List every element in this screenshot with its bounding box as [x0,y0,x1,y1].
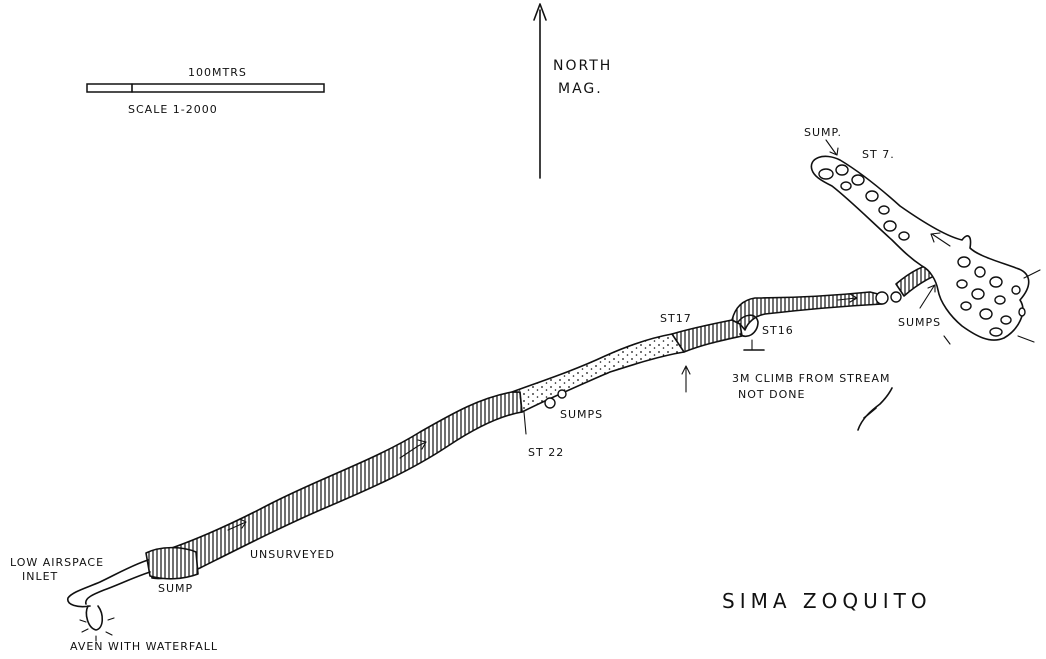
chamber-edge-mark-3 [943,335,951,345]
sump-left [145,546,199,580]
passage-upper-flow-arrow [837,293,858,303]
passage-lower-flow-arrow-2 [399,439,427,459]
label-st16: ST16 [762,324,794,337]
stream-fragment [857,387,893,431]
scale-bar: 100MTRS SCALE 1-2000 [86,66,325,116]
label-climb-line1: 3M CLIMB FROM STREAM [732,372,891,385]
boulder-chamber [810,139,1041,345]
map-title: SIMA ZOQUITO [722,589,932,613]
label-inlet: INLET [22,570,58,583]
label-sumps-right: SUMPS [898,316,941,329]
passage-st17-st16-outline [671,319,743,353]
label-low-airspace: LOW AIRSPACE [10,556,104,569]
passage-lower [149,391,523,580]
inlet-passage [67,559,151,642]
st16-chamber [737,314,759,338]
scale-ratio-label: SCALE 1-2000 [128,103,218,116]
label-climb-line2: NOT DONE [738,388,805,401]
passage-upper [731,291,902,351]
sump-right-1 [875,291,889,305]
aven-shape [85,605,104,631]
labels: SUMP. ST 7. SUMPS ST17 ST16 3M CLIMB FRO… [10,126,941,653]
boulders [818,164,1026,337]
north-arrow-head [533,3,547,21]
north-label: NORTH [553,58,612,74]
passage-st17-st16 [671,319,743,353]
sump-mid-2 [557,389,567,399]
north-arrow: NORTH MAG. [533,3,612,179]
label-unsurveyed: UNSURVEYED [250,548,335,561]
chamber-edge-mark-1 [1023,269,1041,279]
label-aven: AVEN WITH WATERFALL [70,640,218,653]
scale-length-label: 100MTRS [188,66,247,79]
scale-bar-rect [86,83,325,93]
label-sumps-mid: SUMPS [560,408,603,421]
sumps-right-arrow [919,284,936,309]
sump-top-arrow [825,139,839,156]
st22-marker [523,411,527,435]
passage-lower-flow-arrow [227,518,247,531]
label-st22: ST 22 [528,446,564,459]
label-st17: ST17 [660,312,692,325]
passage-middle-outline [511,333,685,413]
inlet-passage-outline [67,559,151,608]
aven-rays [79,617,115,642]
sump-mid-1 [544,397,556,409]
passage-upper-outline [731,291,883,331]
label-sump-left: SUMP [158,582,193,595]
sump-right-2 [890,291,902,303]
north-mag-label: MAG. [558,81,603,97]
passage-lower-outline [149,391,523,580]
chamber-edge-mark-2 [1017,335,1035,343]
sump-left-shape [145,546,199,580]
chamber-flow-arrow [930,232,951,247]
label-sump-top: SUMP. [804,126,842,139]
label-st7: ST 7. [862,148,895,161]
st17-flow-arrow [681,365,691,393]
